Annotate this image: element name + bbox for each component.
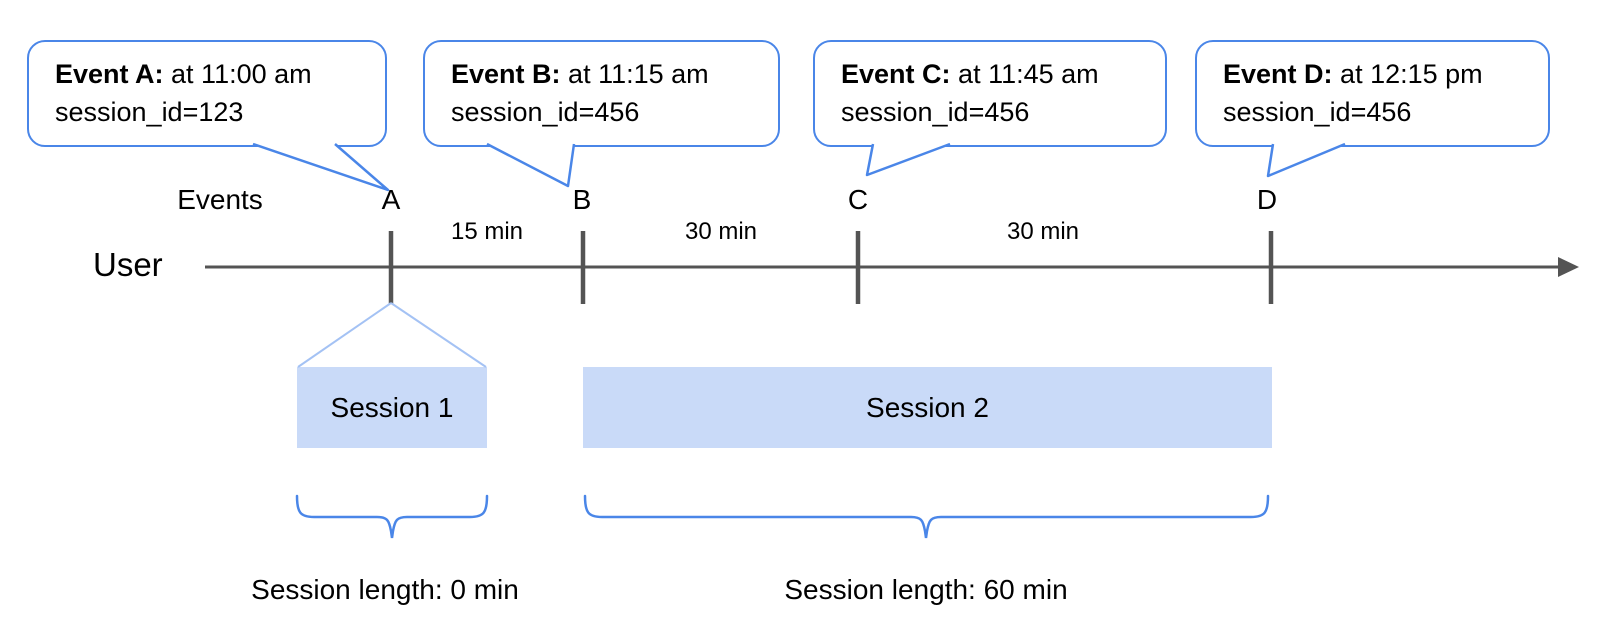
timeline-arrowhead-icon (1558, 257, 1579, 277)
session-2-bar: Session 2 (583, 367, 1272, 448)
event-d-session-id: session_id=456 (1223, 97, 1412, 127)
event-b-session-id: session_id=456 (451, 97, 640, 127)
session-1-length-label: Session length: 0 min (251, 574, 519, 605)
event-d-title: Event D: (1223, 59, 1333, 89)
session-1-funnel-right-line (390, 302, 487, 368)
events-row-label: Events (177, 184, 263, 215)
event-letter-b: B (572, 184, 592, 215)
callout-event-c: Event C: at 11:45 am session_id=456 (813, 40, 1167, 147)
callout-event-a-line1: Event A: at 11:00 am (55, 55, 385, 93)
event-a-session-id: session_id=123 (55, 97, 244, 127)
callout-event-b-line1: Event B: at 11:15 am (451, 55, 778, 93)
event-c-title: Event C: (841, 59, 951, 89)
user-row-label: User (93, 246, 163, 283)
session-1-label: Session 1 (330, 391, 454, 423)
callout-b-tail-icon (486, 142, 576, 188)
event-c-time: at 11:45 am (958, 59, 1099, 89)
callout-event-c-line1: Event C: at 11:45 am (841, 55, 1165, 93)
event-c-session-id: session_id=456 (841, 97, 1030, 127)
event-a-title: Event A: (55, 59, 164, 89)
gap-label-b-c: 30 min (684, 218, 758, 245)
event-b-time: at 11:15 am (568, 59, 709, 89)
gap-label-a-b: 15 min (450, 218, 524, 245)
session-2-length-label: Session length: 60 min (784, 574, 1068, 605)
gap-label-c-d: 30 min (1006, 218, 1080, 245)
callout-event-d-line1: Event D: at 12:15 pm (1223, 55, 1548, 93)
event-letter-c: C (847, 184, 869, 215)
callout-a-tail-icon (252, 142, 390, 192)
event-a-time: at 11:00 am (171, 59, 312, 89)
callout-d-tail-icon (1266, 142, 1346, 178)
session-1-bar: Session 1 (297, 367, 487, 448)
event-letter-a: A (381, 184, 401, 215)
event-b-title: Event B: (451, 59, 561, 89)
callout-event-d: Event D: at 12:15 pm session_id=456 (1195, 40, 1550, 147)
session-1-funnel-left-line (297, 302, 392, 368)
event-letter-d: D (1256, 184, 1278, 215)
callout-event-a: Event A: at 11:00 am session_id=123 (27, 40, 387, 147)
callout-event-b: Event B: at 11:15 am session_id=456 (423, 40, 780, 147)
session-2-label: Session 2 (866, 391, 989, 423)
session-2-brace-icon (583, 494, 1270, 539)
session-1-brace-icon (295, 494, 489, 539)
callout-c-tail-icon (865, 142, 951, 177)
event-d-time: at 12:15 pm (1340, 59, 1483, 89)
